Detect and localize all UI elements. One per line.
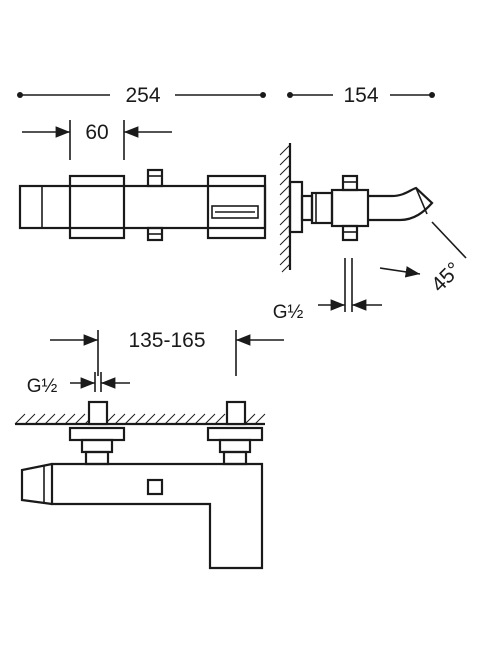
label-135-165: 135-165 — [128, 329, 205, 352]
label-45-degrees: 45° — [427, 258, 466, 297]
label-thread-side: G½ — [273, 302, 304, 323]
label-60: 60 — [85, 121, 108, 144]
front-view-mixer — [14, 400, 266, 570]
side-view-spout: 45° G½ — [273, 143, 467, 323]
label-thread-bottom: G½ — [27, 376, 58, 397]
top-view-mixer — [18, 168, 267, 242]
label-154: 154 — [343, 84, 378, 107]
dimension-thread-bottom: G½ — [27, 372, 130, 397]
label-254: 254 — [125, 84, 160, 107]
dimension-center-distance: 135-165 — [50, 329, 284, 376]
dimension-handle-offset: 60 — [22, 120, 172, 160]
wall-hatch-side — [279, 144, 291, 273]
dimension-overall-width: 254 — [17, 84, 266, 107]
dimension-spout-projection: 154 — [287, 84, 435, 107]
